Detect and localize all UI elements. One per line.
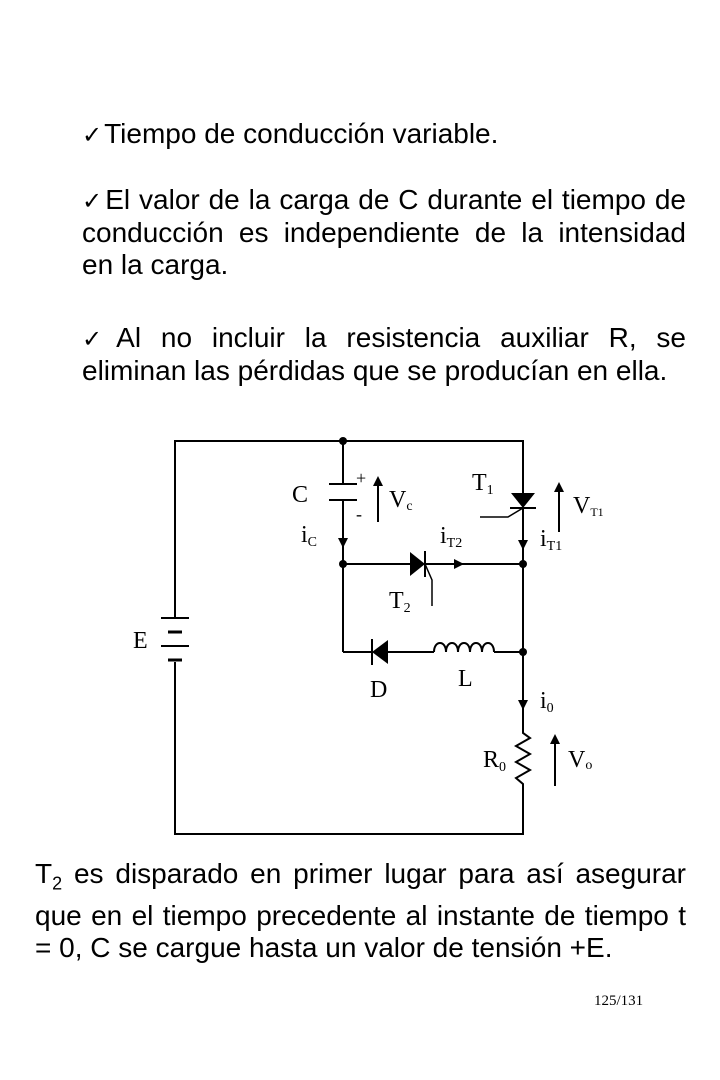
checkmark-icon: ✓	[82, 187, 104, 215]
bullet-3: ✓Al no incluir la resistencia auxiliar R…	[82, 322, 686, 387]
bullet-1: ✓Tiempo de conducción variable.	[82, 118, 686, 151]
junction-dots	[339, 437, 527, 656]
label-c: C	[292, 482, 308, 508]
thyristor-t2	[410, 551, 433, 606]
label-vc: Vc	[389, 487, 413, 514]
label-d: D	[370, 677, 387, 703]
label-i0: i0	[540, 688, 554, 716]
label-e: E	[133, 628, 148, 654]
label-it2: iT2	[440, 523, 462, 551]
bullet-1-text: Tiempo de conducción variable.	[104, 118, 499, 149]
bullet-2-text: El valor de la carga de C durante el tie…	[82, 184, 687, 280]
diode-d	[371, 639, 388, 665]
capacitor-symbol	[329, 483, 357, 501]
thyristor-t1	[480, 493, 536, 518]
bullet-3-text: Al no incluir la resistencia auxiliar R,…	[82, 322, 686, 386]
cap-minus: -	[356, 504, 362, 524]
bullet-2: ✓El valor de la carga de C durante el ti…	[82, 184, 686, 281]
explanation-paragraph: T2 es disparado en primer lugar para así…	[35, 858, 686, 964]
label-vt1: VT1	[573, 493, 604, 519]
label-it1: iT1	[540, 526, 562, 554]
explanation-text: es disparado en primer lugar para así as…	[35, 858, 686, 963]
battery-symbol	[161, 617, 189, 662]
label-ic: iC	[301, 522, 317, 550]
label-l: L	[458, 666, 473, 692]
checkmark-icon: ✓	[82, 325, 115, 353]
label-t1: T1	[472, 470, 494, 498]
label-r0: R0	[483, 747, 506, 775]
resistor-r0	[513, 728, 533, 790]
page-number: 125/131	[594, 993, 644, 1009]
t2-symbol: T2	[35, 858, 63, 894]
label-t2: T2	[389, 588, 411, 616]
checkmark-icon: ✓	[82, 121, 103, 149]
label-v0: Vo	[568, 747, 592, 773]
inductor-l	[433, 642, 495, 653]
cap-plus: +	[356, 468, 366, 488]
